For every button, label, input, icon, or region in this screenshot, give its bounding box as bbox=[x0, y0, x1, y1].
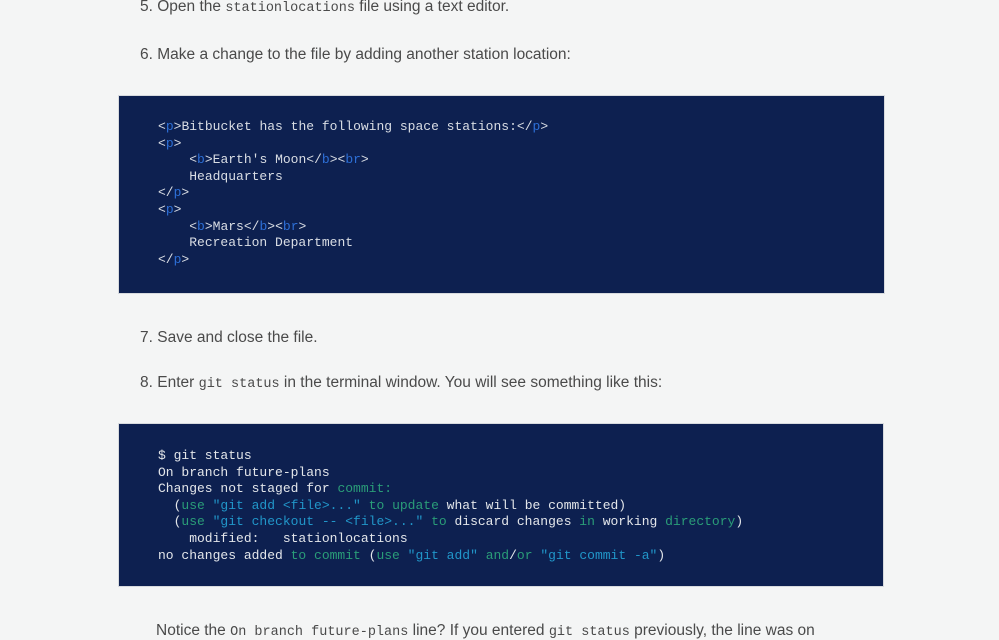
step-number: 5. bbox=[140, 0, 153, 15]
inline-code-git-status: git status bbox=[198, 377, 280, 392]
step-text-before: Open the bbox=[152, 0, 226, 15]
inline-code-git-status-2: git status bbox=[548, 625, 630, 640]
step-number: 8. bbox=[140, 374, 153, 391]
step-text-after: in the terminal window. You will see som… bbox=[279, 374, 663, 391]
step-number: 7. bbox=[140, 329, 153, 346]
step-text: Make a change to the file by adding anot… bbox=[152, 46, 571, 63]
list-item-step-5: 5. Open the stationlocations file using … bbox=[140, 0, 509, 20]
list-item-step-7: 7. Save and close the file. bbox=[140, 327, 318, 349]
closing-text-3: previously, the line was on bbox=[629, 622, 815, 639]
code-block-html: <p>Bitbucket has the following space sta… bbox=[118, 95, 885, 294]
code-block-git-status: $ git status On branch future-plans Chan… bbox=[118, 423, 884, 587]
step-number: 6. bbox=[140, 46, 153, 63]
code-block-html-content: <p>Bitbucket has the following space sta… bbox=[158, 119, 549, 267]
step-text-before: Enter bbox=[152, 374, 199, 391]
closing-text-1: Notice the bbox=[156, 622, 231, 639]
step-text-after: file using a text editor. bbox=[354, 0, 510, 15]
closing-text-2: line? If you entered bbox=[408, 622, 549, 639]
list-item-step-6: 6. Make a change to the file by adding a… bbox=[140, 44, 571, 66]
step-text: Save and close the file. bbox=[152, 329, 318, 346]
list-item-step-8: 8. Enter git status in the terminal wind… bbox=[140, 372, 662, 396]
inline-code-on-branch: On branch future-plans bbox=[230, 625, 409, 640]
closing-paragraph: Notice the On branch future-plans line? … bbox=[156, 620, 815, 640]
inline-code-stationlocations: stationlocations bbox=[225, 1, 355, 16]
code-block-git-status-content: $ git status On branch future-plans Chan… bbox=[158, 448, 744, 563]
